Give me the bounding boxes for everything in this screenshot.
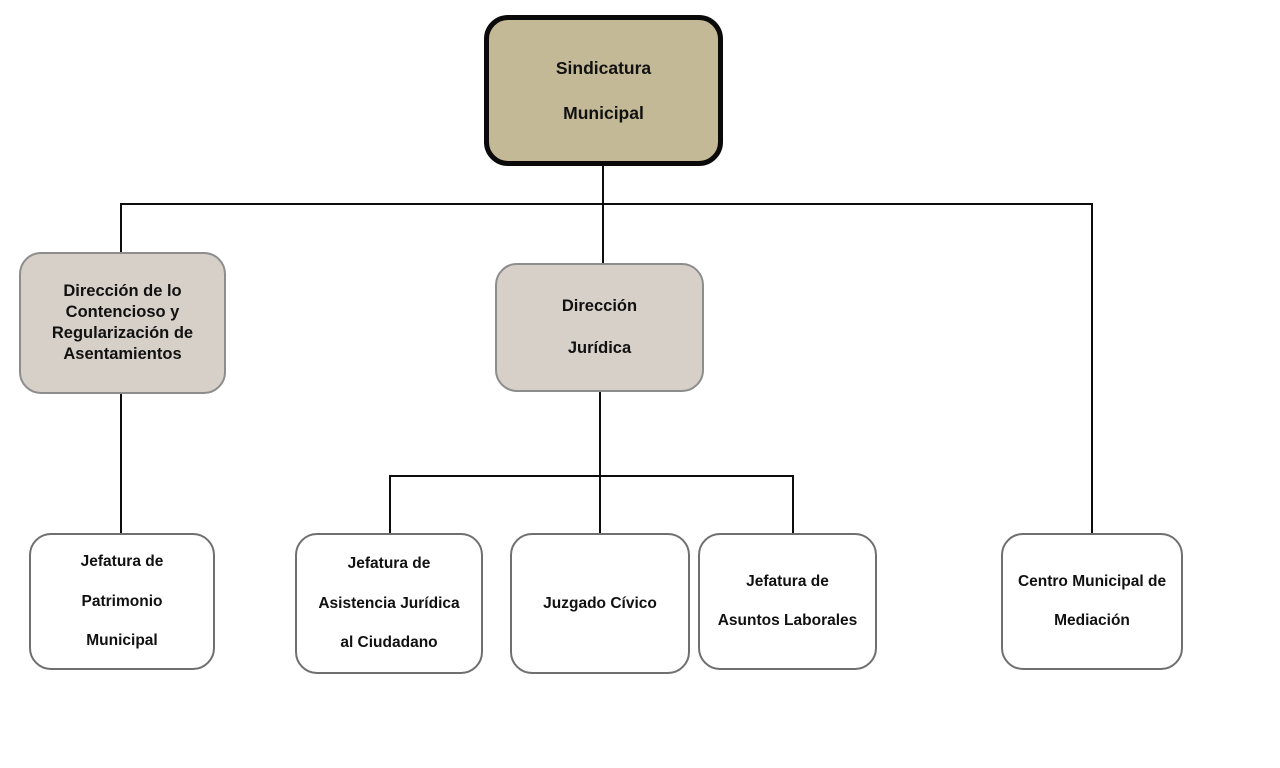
connector-drop-mediacion bbox=[1091, 203, 1093, 533]
connector-drop-laborales bbox=[792, 475, 794, 533]
node-jefatura-asuntos-laborales[interactable]: Jefatura de Asuntos Laborales bbox=[698, 533, 877, 670]
connector-drop-contencioso bbox=[120, 203, 122, 253]
connector-root-stem bbox=[602, 166, 604, 205]
node-label-juzgado-civico: Juzgado Cívico bbox=[543, 594, 657, 612]
connector-drop-juzgado bbox=[599, 475, 601, 533]
node-label-jefatura-asistencia: Jefatura de Asistencia Jurídica al Ciudada… bbox=[297, 554, 481, 653]
node-label-jefatura-laborales: Jefatura de Asuntos Laborales bbox=[700, 572, 875, 631]
connector-drop-juridica bbox=[602, 203, 604, 263]
node-label-juridica-line1: Dirección bbox=[561, 296, 638, 315]
node-label-sindicatura-line1: Sindicatura bbox=[555, 57, 652, 78]
node-label-centro-mediacion: Centro Municipal de Mediación bbox=[1003, 572, 1181, 631]
connector-contencioso-to-patrimonio bbox=[120, 394, 122, 533]
node-label-asistencia-line3: al Ciudadano bbox=[340, 634, 438, 652]
node-label-patrimonio-line1: Jefatura de bbox=[80, 552, 164, 570]
node-label-direccion-contencioso: Dirección de lo Contencioso y Regulariza… bbox=[51, 281, 194, 364]
connector-juridica-stem bbox=[599, 392, 601, 476]
node-centro-municipal-mediacion[interactable]: Centro Municipal de Mediación bbox=[1001, 533, 1183, 670]
connector-drop-asistencia bbox=[389, 475, 391, 533]
node-label-patrimonio-line3: Municipal bbox=[86, 632, 158, 650]
node-label-sindicatura-line2: Municipal bbox=[563, 102, 644, 123]
node-label-asistencia-line2: Asistencia Jurídica bbox=[318, 594, 460, 612]
connector-level1-bus bbox=[120, 203, 1093, 205]
node-label-patrimonio-line2: Patrimonio bbox=[81, 592, 163, 610]
node-label-asistencia-line1: Jefatura de bbox=[347, 554, 431, 572]
node-label-mediacion-line2: Mediación bbox=[1054, 612, 1130, 630]
node-label-mediacion-line1: Centro Municipal de bbox=[1017, 572, 1167, 590]
node-label-laborales-line1: Jefatura de bbox=[746, 572, 829, 590]
node-label-juridica-line2: Jurídica bbox=[567, 339, 632, 358]
node-label-laborales-line2: Asuntos Laborales bbox=[717, 612, 858, 630]
node-juzgado-civico[interactable]: Juzgado Cívico bbox=[510, 533, 690, 674]
node-jefatura-asistencia-juridica[interactable]: Jefatura de Asistencia Jurídica al Ciudada… bbox=[295, 533, 483, 674]
connector-level2-bus bbox=[389, 475, 794, 477]
node-direccion-contencioso[interactable]: Dirección de lo Contencioso y Regulariza… bbox=[19, 252, 226, 394]
